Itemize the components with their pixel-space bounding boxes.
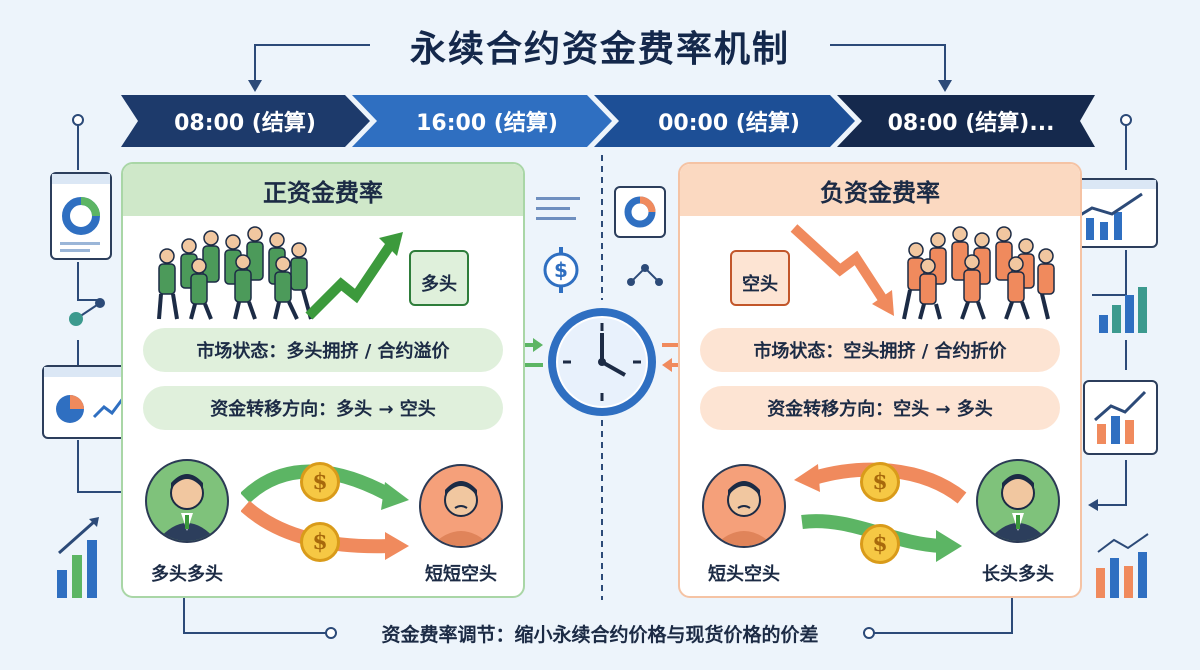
negative-receiver-label: 长头多头 <box>982 564 1054 585</box>
negative-funding-heading: 负资金费率 <box>680 164 1080 216</box>
coin-icon: $ <box>860 462 900 502</box>
short-trader-avatar <box>419 464 503 548</box>
timeline-label-2: 16:00 (结算) <box>416 111 558 136</box>
bar-trend-icon-left <box>57 517 99 598</box>
short-trader-avatar <box>702 464 786 548</box>
negative-transfer-direction: 资金转移方向：空头 → 多头 <box>700 386 1060 430</box>
timeline-chevron-2 <box>352 95 612 147</box>
long-trader-avatar <box>976 459 1060 543</box>
positive-market-state: 市场状态：多头拥挤 / 合约溢价 <box>143 328 503 372</box>
page-title: 永续合约资金费率机制 <box>409 29 790 70</box>
pie-report-icon <box>42 365 132 439</box>
title-arrow-left <box>254 44 370 82</box>
text-lines-icon <box>536 197 580 220</box>
dollar-icon: $ <box>543 247 579 293</box>
timeline-label-3: 00:00 (结算) <box>658 111 800 136</box>
chart-card-icon <box>614 186 666 238</box>
short-calendar-badge: 空头 <box>730 250 790 306</box>
donut-report-icon <box>50 172 112 260</box>
positive-funding-panel: 正资金费率 多头 市场状态：多头拥挤 / 合约溢价 资金转移方向 <box>121 162 525 598</box>
svg-text:$: $ <box>554 258 568 282</box>
coin-icon: $ <box>300 462 340 502</box>
positive-receiver-label: 短短空头 <box>425 564 497 585</box>
negative-funding-panel: 负资金费率 空头 市场状态：空头拥挤 / 合约折价 资金转移方向：空头 → 多 <box>678 162 1082 598</box>
timeline-chevron-4 <box>837 95 1095 147</box>
title-arrow-right <box>830 44 946 82</box>
negative-payer-label: 短头空头 <box>708 564 780 585</box>
timeline-label-4: 08:00 (结算)... <box>887 111 1055 136</box>
positive-payer-label: 多头多头 <box>151 564 223 585</box>
coin-icon: $ <box>300 522 340 562</box>
positive-funding-heading: 正资金费率 <box>123 164 523 216</box>
negative-market-state: 市场状态：空头拥挤 / 合约折价 <box>700 328 1060 372</box>
short-crowd-illustration <box>790 224 1055 320</box>
bar-icon-right <box>1099 287 1147 333</box>
timeline-chevron-3 <box>594 95 855 147</box>
settlement-clock-icon <box>548 308 656 416</box>
long-crowd-illustration <box>157 226 403 320</box>
node-graph-icon <box>69 298 105 326</box>
bar-report-icon <box>1083 380 1158 455</box>
long-calendar-badge: 多头 <box>409 250 469 306</box>
timeline-label-1: 08:00 (结算) <box>174 111 316 136</box>
long-trader-avatar <box>145 459 229 543</box>
positive-transfer-direction: 资金转移方向：多头 → 空头 <box>143 386 503 430</box>
coin-icon: $ <box>860 524 900 564</box>
footer-note: 资金费率调节：缩小永续合约价格与现货价格的价差 <box>381 624 819 646</box>
line-bar-icon-right <box>1096 533 1149 598</box>
timeline-chevron-1 <box>121 95 370 147</box>
node-link-icon <box>627 264 663 286</box>
